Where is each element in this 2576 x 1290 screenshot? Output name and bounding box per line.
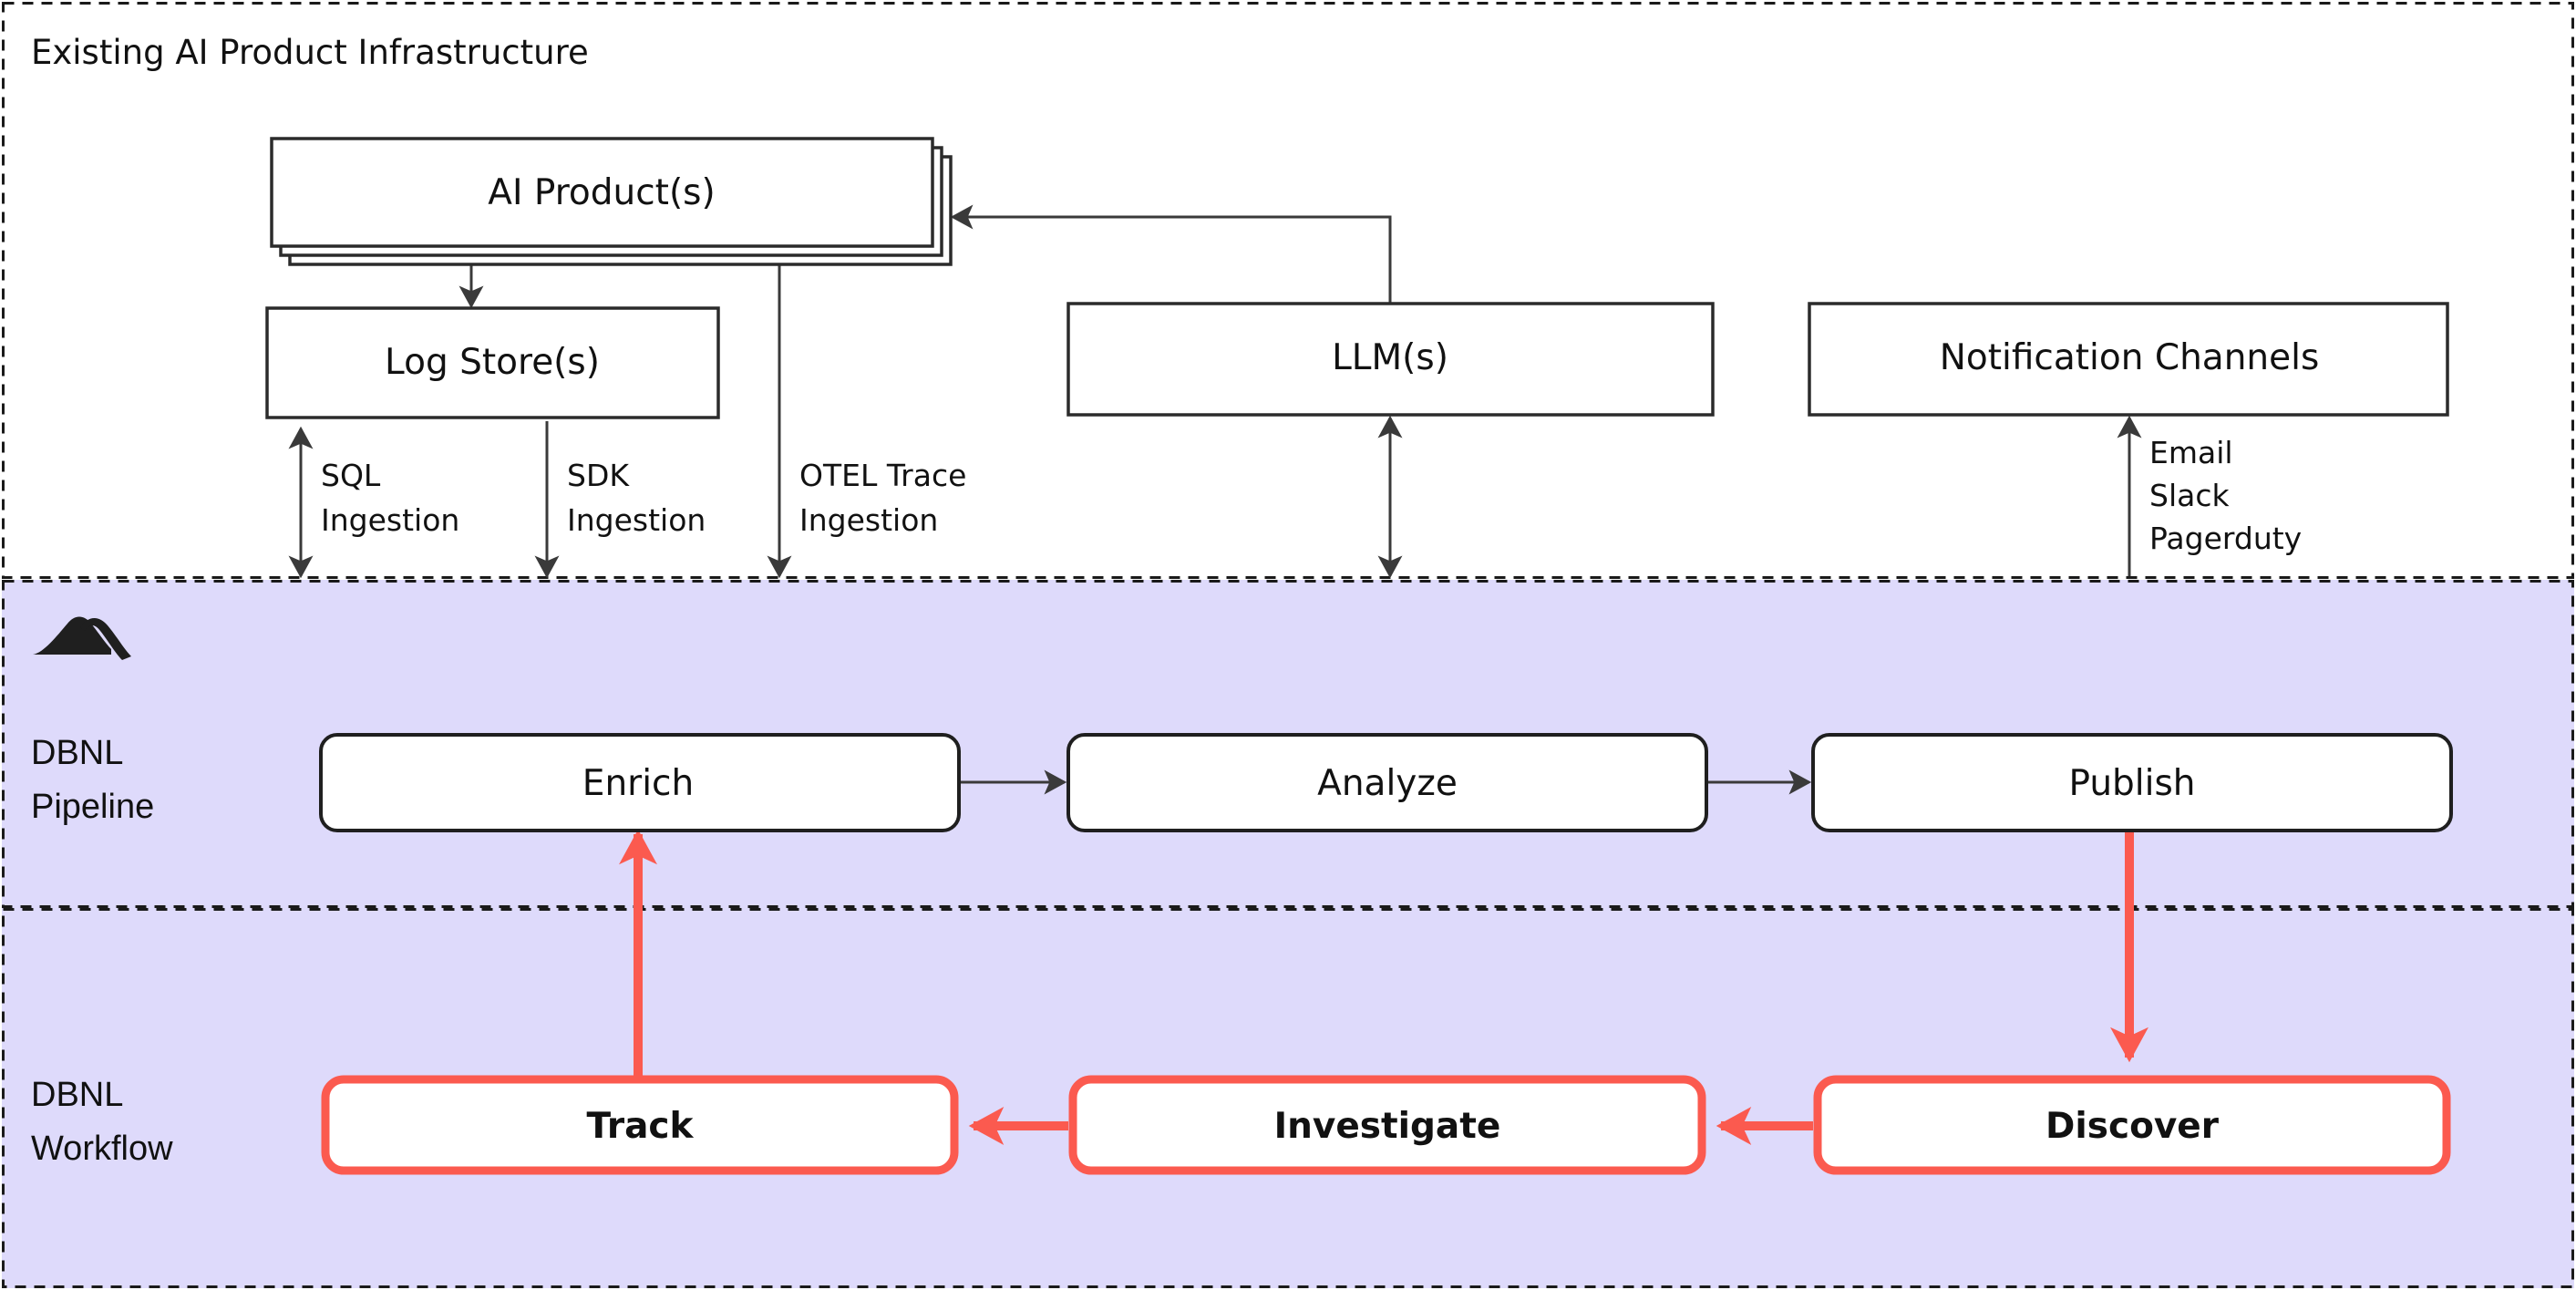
node-investigate[interactable]: Investigate	[1068, 1075, 1706, 1175]
node-ai-product[interactable]: AI Product(s)	[270, 137, 953, 266]
node-llm-label: LLM(s)	[1332, 337, 1448, 378]
edge-llm-to-ai-product	[950, 204, 1392, 304]
node-discover[interactable]: Discover	[1813, 1075, 2451, 1175]
edge-label-notify-line3: Pagerduty	[2149, 521, 2302, 556]
node-enrich-label: Enrich	[582, 763, 694, 804]
edge-label-sdk-line2: Ingestion	[567, 502, 706, 538]
lane-workflow-line1: DBNL	[31, 1076, 123, 1114]
node-investigate-label: Investigate	[1274, 1106, 1501, 1147]
node-notification-channels[interactable]: Notification Channels	[1808, 302, 2449, 417]
edge-sdk-ingestion: SDK Ingestion	[534, 421, 706, 579]
node-ai-product-label: AI Product(s)	[488, 172, 715, 213]
node-log-store-label: Log Store(s)	[385, 342, 600, 383]
edge-otel-trace-ingestion: OTEL Trace Ingestion	[767, 264, 966, 579]
edge-label-otel-line2: Ingestion	[799, 502, 938, 538]
node-log-store[interactable]: Log Store(s)	[265, 306, 720, 419]
node-track-label: Track	[587, 1106, 695, 1147]
node-analyze-label: Analyze	[1317, 763, 1458, 804]
edge-label-sql-line1: SQL	[321, 458, 381, 493]
dbnl-mountain-logo	[33, 616, 131, 660]
edge-label-sql-line2: Ingestion	[321, 502, 459, 538]
lane-label-pipeline: DBNL Pipeline	[31, 734, 154, 826]
lane-pipeline-line2: Pipeline	[31, 788, 154, 826]
edge-sql-ingestion: SQL Ingestion	[288, 426, 459, 579]
node-analyze[interactable]: Analyze	[1066, 733, 1708, 832]
node-discover-label: Discover	[2045, 1106, 2220, 1147]
region-infra: Existing AI Product Infrastructure	[2, 2, 2574, 579]
node-enrich[interactable]: Enrich	[319, 733, 961, 832]
node-llm[interactable]: LLM(s)	[1066, 302, 1715, 417]
node-track[interactable]: Track	[321, 1075, 959, 1175]
region-infra-title: Existing AI Product Infrastructure	[31, 33, 589, 72]
node-notification-channels-label: Notification Channels	[1940, 337, 2320, 378]
edge-label-notify-line1: Email	[2149, 435, 2233, 470]
lane-label-workflow: DBNL Workflow	[31, 1076, 173, 1168]
edge-label-sdk-line1: SDK	[567, 458, 630, 493]
lane-pipeline-line1: DBNL	[31, 734, 123, 772]
node-publish[interactable]: Publish	[1811, 733, 2453, 832]
edge-label-otel-line1: OTEL Trace	[799, 458, 966, 493]
lane-workflow-line2: Workflow	[31, 1130, 173, 1168]
edge-label-notify-line2: Slack	[2149, 478, 2230, 513]
node-publish-label: Publish	[2068, 763, 2195, 804]
edge-notification-channels: Email Slack Pagerduty	[2117, 415, 2302, 576]
